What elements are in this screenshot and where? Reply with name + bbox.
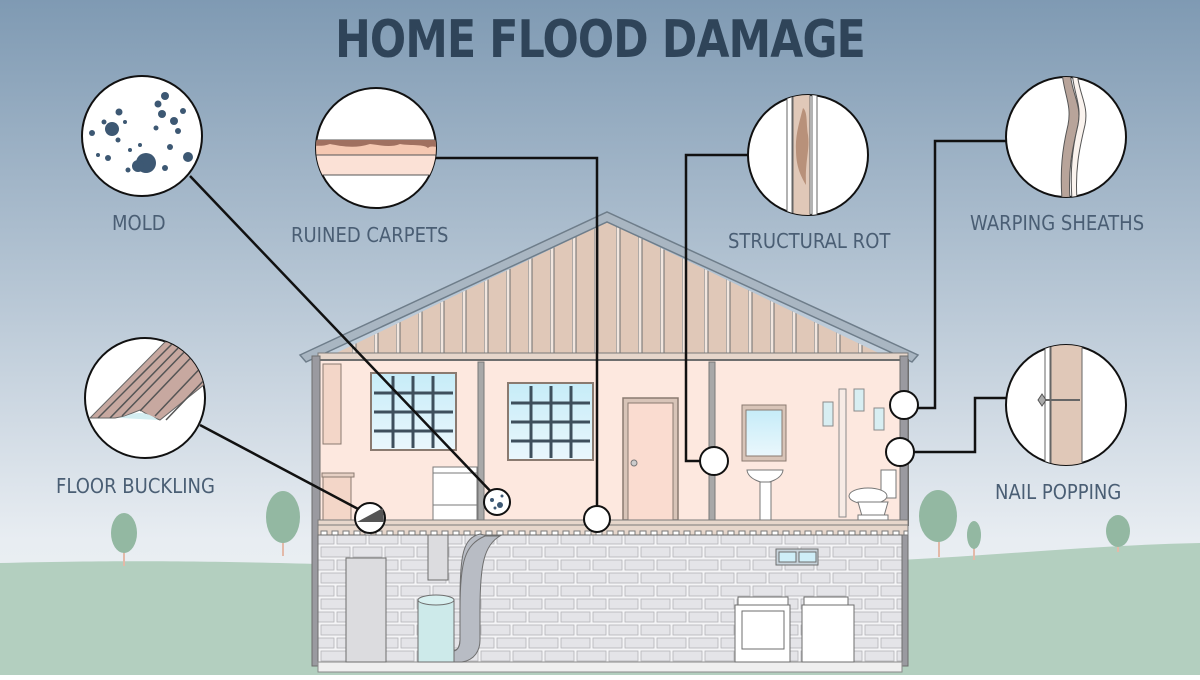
tree-icon [919, 490, 957, 557]
tree-icon [1106, 515, 1130, 552]
warping-hotspot-icon [889, 390, 919, 420]
carpet-detail-icon [315, 87, 437, 209]
rot-hotspot-icon [699, 446, 729, 476]
tree-icon [111, 513, 137, 566]
mold-hotspot-icon [483, 488, 511, 516]
window [507, 382, 594, 461]
appliance [432, 466, 478, 521]
sink [746, 469, 784, 521]
nail-popping-detail-icon [1005, 344, 1127, 466]
callout-label-floor-buckling: FLOOR BUCKLING [56, 474, 215, 498]
water-heater [417, 594, 455, 663]
basement-door [345, 557, 387, 663]
dryer [734, 596, 791, 663]
door [622, 397, 679, 521]
carpet-hotspot-icon [583, 505, 611, 533]
callout-label-structural-rot: STRUCTURAL ROT [728, 229, 891, 253]
callout-label-ruined-carpets: RUINED CARPETS [291, 223, 449, 247]
callout-label-warping-sheaths: WARPING SHEATHS [970, 211, 1145, 235]
tree-icon [967, 521, 981, 560]
callout-label-mold: MOLD [112, 211, 166, 235]
page-title: HOME FLOOD DAMAGE [335, 10, 866, 70]
callout-label-nail-popping: NAIL POPPING [995, 480, 1122, 504]
connector-lines [189, 139, 1006, 512]
rot-detail-icon [747, 94, 869, 216]
mold-detail-icon [81, 75, 203, 197]
tree-icon [266, 491, 300, 556]
toilet [848, 469, 897, 521]
hotspots [354, 390, 919, 534]
nail-hotspot-icon [885, 437, 915, 467]
house [298, 211, 920, 673]
roof [298, 211, 920, 363]
washer [801, 596, 855, 663]
warping-detail-icon [1005, 76, 1127, 198]
